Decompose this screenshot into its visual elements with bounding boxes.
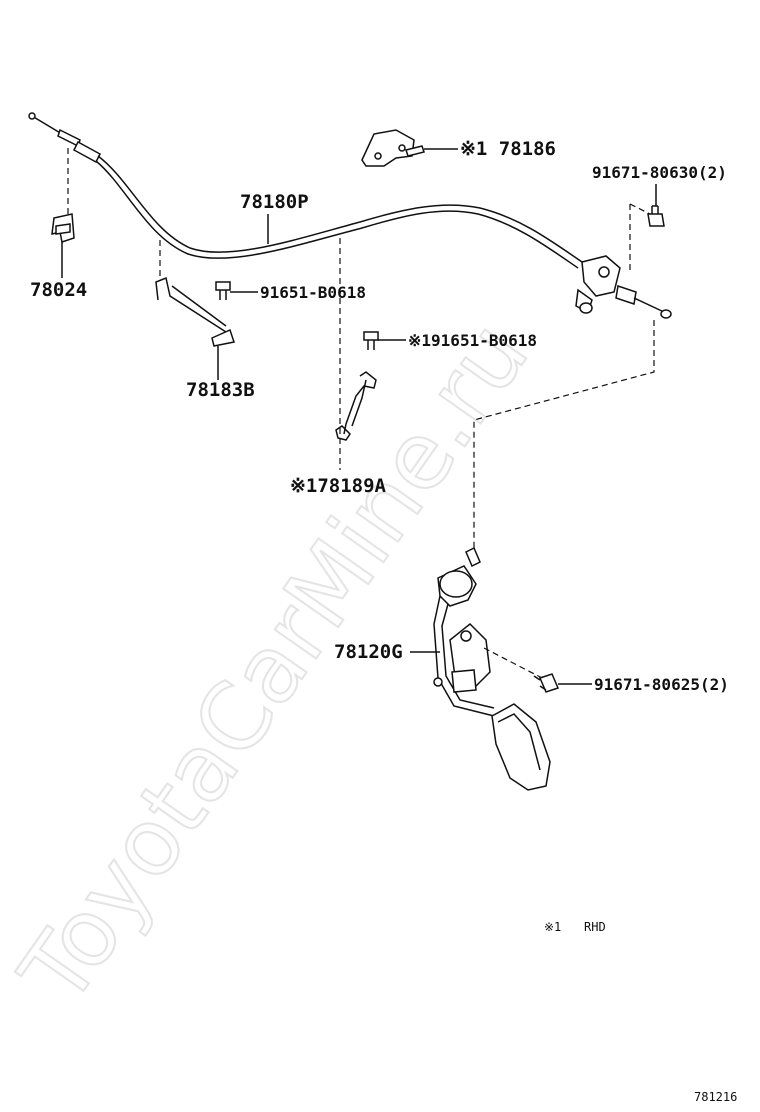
throttle-cable[interactable] bbox=[28, 112, 672, 319]
diagram-code: 781216 bbox=[694, 1090, 737, 1104]
label-91651-b0618-rhd: ※191651-B0618 bbox=[408, 331, 537, 350]
bolt-91671-80625[interactable] bbox=[533, 673, 592, 693]
bracket-78186[interactable] bbox=[361, 129, 458, 167]
accelerator-pedal-78120g[interactable] bbox=[433, 546, 551, 791]
label-91671-80630: 91671-80630(2) bbox=[592, 163, 727, 182]
bolt-91651-b0618-rhd[interactable] bbox=[363, 331, 406, 350]
label-78189a: ※178189A bbox=[290, 475, 387, 497]
label-78024: 78024 bbox=[30, 279, 87, 301]
label-78180p: 78180P bbox=[240, 191, 309, 213]
bolt-91651-b0618[interactable] bbox=[215, 281, 258, 300]
footnote-mark: ※1 bbox=[544, 920, 561, 934]
label-78183b: 78183B bbox=[186, 379, 255, 401]
cable-clip-78189a[interactable] bbox=[335, 238, 377, 470]
label-78120g: 78120G bbox=[334, 641, 403, 663]
bolt-91671-80630[interactable] bbox=[647, 205, 665, 227]
cable-clip-78183b[interactable] bbox=[155, 240, 235, 380]
label-78186: ※1 78186 bbox=[460, 138, 556, 160]
cable-clamp-78024[interactable] bbox=[51, 148, 75, 278]
label-91651-b0618: 91651-B0618 bbox=[260, 283, 366, 302]
footnote-text: RHD bbox=[584, 920, 606, 934]
label-91671-80625: 91671-80625(2) bbox=[594, 675, 729, 694]
